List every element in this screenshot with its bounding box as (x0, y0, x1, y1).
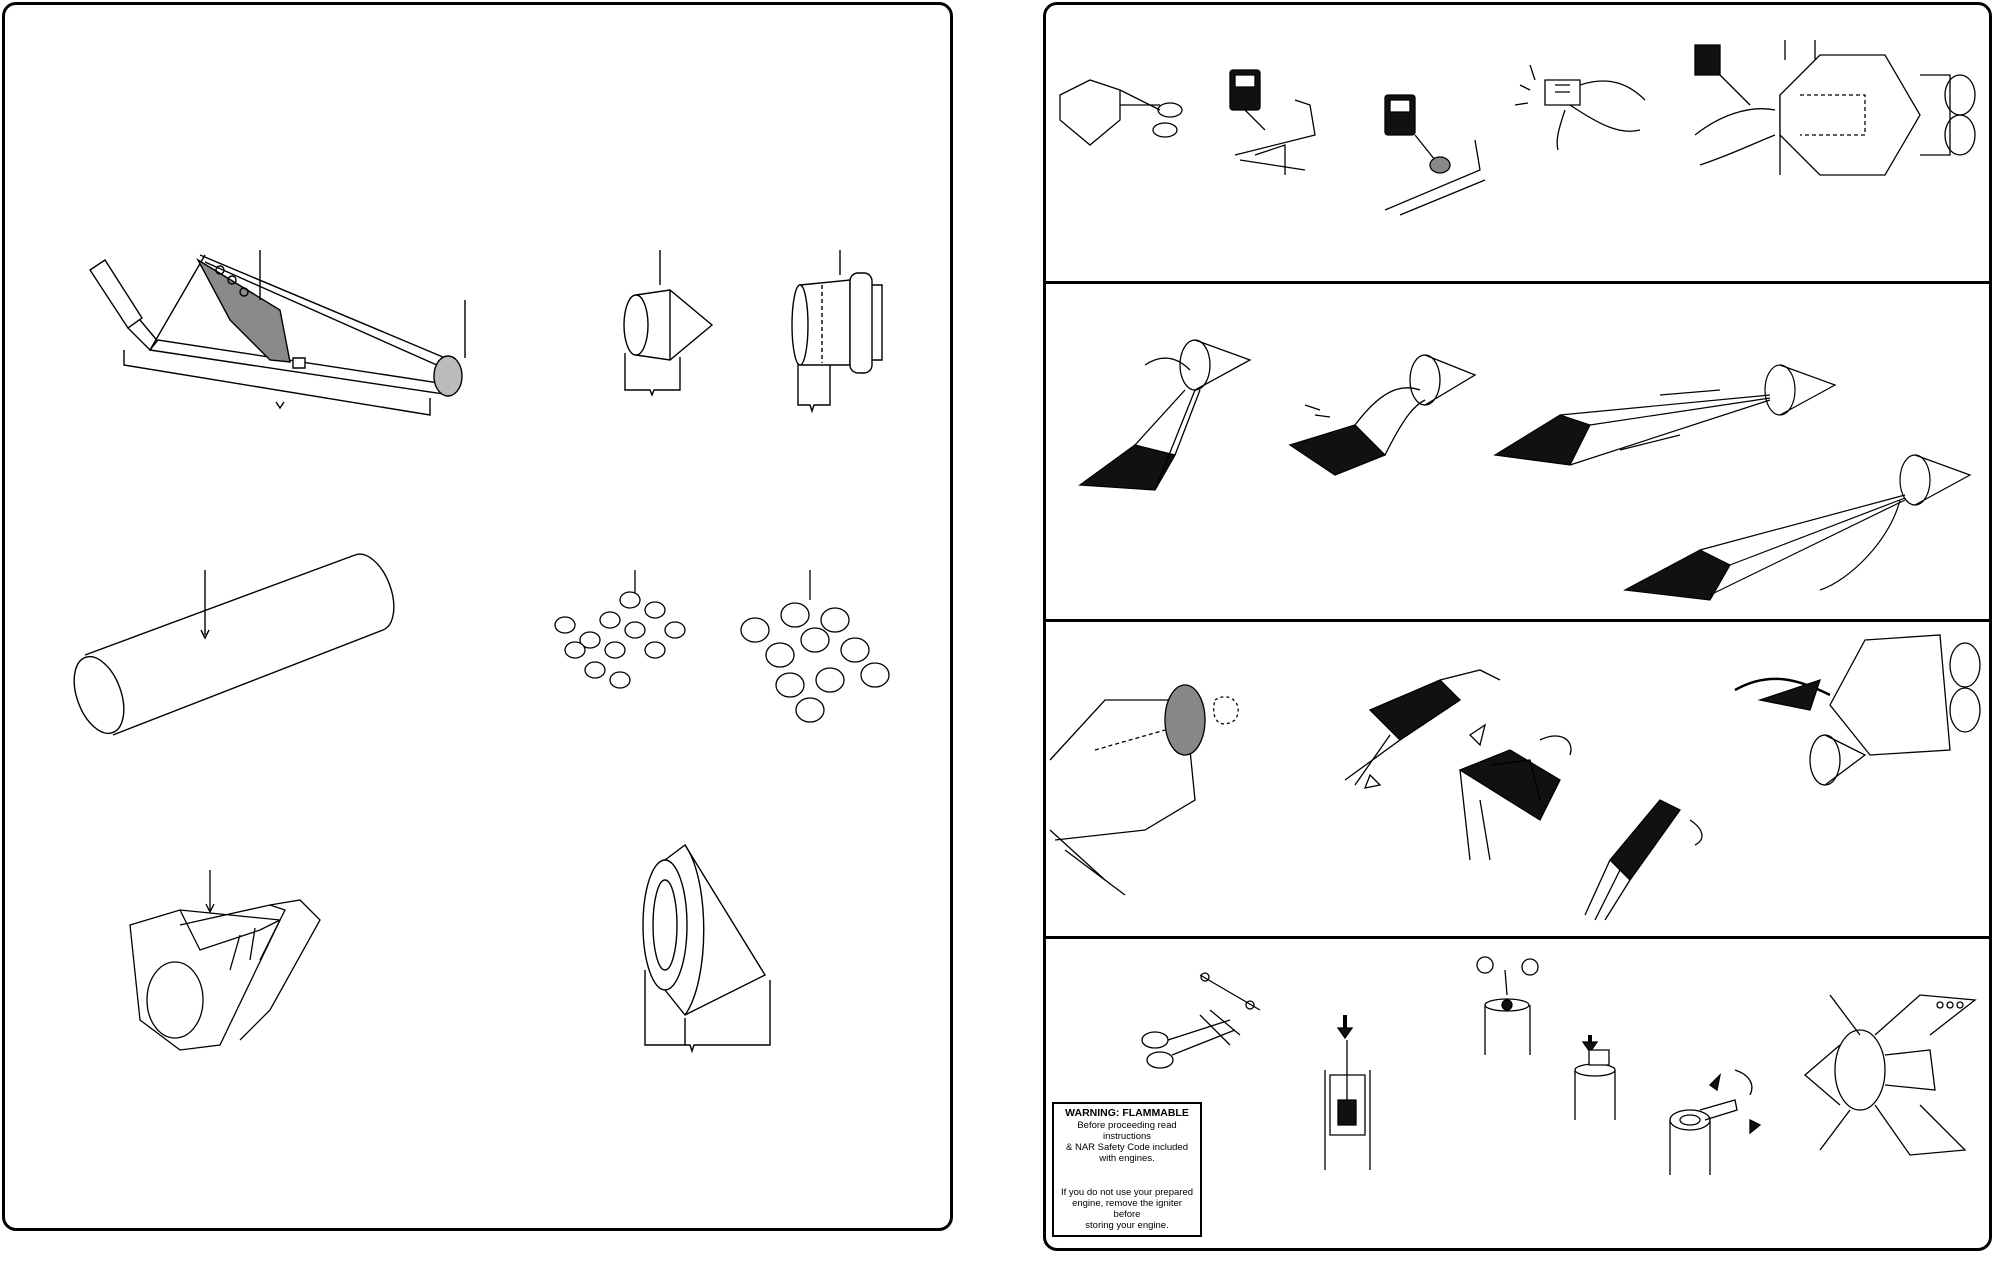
parachute-wrap-step2-icon (1450, 720, 1595, 865)
nose-cone-icon (620, 245, 720, 395)
parachute-fold-step1-icon (1075, 330, 1260, 495)
hand-pressing-icon (1510, 55, 1650, 155)
capsule-shell-icon (640, 840, 780, 1055)
body-tube-icon (65, 550, 395, 750)
warning-title: WARNING: FLAMMABLE (1060, 1108, 1194, 1119)
parachute-lines-loose-icon (1620, 440, 1980, 600)
warning-instructions-text: Before proceeding read instructions & NA… (1060, 1120, 1194, 1164)
row-divider-3 (1046, 936, 1989, 939)
capsule-insert-icon (1045, 680, 1255, 895)
row-divider-2 (1046, 619, 1989, 622)
engine-mount-adapter-icon (790, 245, 900, 415)
flammable-warning-box: WARNING: FLAMMABLE Before proceeding rea… (1052, 1102, 1202, 1237)
small-tube-cluster-icon (555, 570, 705, 710)
scissors-cutting-icon (1060, 75, 1195, 150)
final-assembly-icon (1800, 975, 1985, 1175)
capsule-pack-icon (1730, 630, 1990, 795)
igniter-plug-icon (1565, 1030, 1625, 1120)
engine-insert-icon (1320, 1010, 1380, 1170)
large-tube-cluster-icon (735, 570, 905, 740)
capsule-attach-icon (1690, 35, 1990, 210)
engine-tape-icon (1665, 1065, 1765, 1175)
fin-strut-assembly-icon (80, 240, 500, 430)
row-divider-1 (1046, 281, 1989, 284)
warning-storage-text: If you do not use your prepared engine, … (1058, 1187, 1196, 1231)
glue-bottle-icon (1225, 65, 1330, 185)
glue-application-icon (1380, 90, 1495, 220)
igniter-cut-icon (1140, 965, 1270, 1065)
parachute-sheet-icon (120, 870, 340, 1060)
igniter-insert-icon (1475, 955, 1545, 1055)
parachute-roll-icon (1580, 780, 1715, 920)
parachute-fold-step2-icon (1285, 345, 1480, 490)
